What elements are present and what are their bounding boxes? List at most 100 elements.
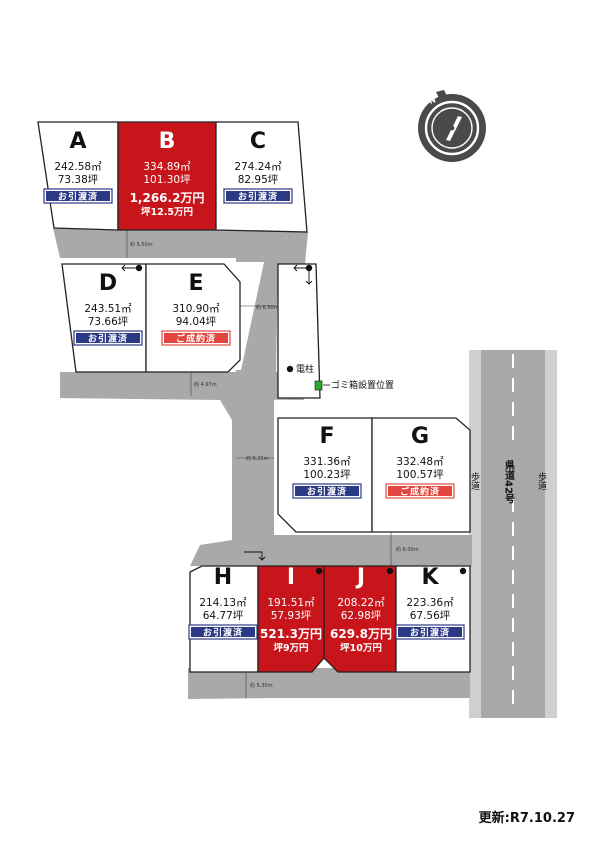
lot-area-tsubo: 57.93坪	[271, 609, 312, 622]
road-width-label: 約 4.97m	[194, 381, 217, 388]
garbage-box-icon	[314, 380, 323, 391]
dimension-lines	[126, 230, 392, 698]
lot-area-tsubo: 101.30坪	[143, 173, 191, 186]
boundary-marker	[315, 567, 323, 575]
lot-area-tsubo: 94.04坪	[176, 315, 217, 328]
lot-name: H	[214, 565, 232, 590]
status-badge-fill	[76, 333, 140, 343]
garbage-location-label: ゴミ箱設置位置	[331, 379, 394, 391]
lot-area-sqm: 331.36㎡	[303, 456, 351, 468]
road-width-label: 約 6.50m	[256, 304, 279, 311]
lot-f-shape	[277, 417, 373, 533]
lot-area-tsubo: 67.56坪	[410, 609, 451, 622]
lot-price-per-tsubo: 坪12.5万円	[141, 206, 193, 218]
lot-area-sqm: 242.58㎡	[54, 161, 102, 173]
status-badge-fill	[46, 191, 110, 201]
lot-area-tsubo: 73.38坪	[58, 173, 99, 186]
lot-area-tsubo: 100.23坪	[303, 468, 351, 481]
status-badge: ご成約済	[400, 486, 440, 498]
arrow-down-icon	[305, 271, 313, 285]
lot-area-sqm: 274.24㎡	[234, 161, 282, 173]
lot-name: D	[99, 271, 117, 296]
updated-date: 更新:R7.10.27	[478, 811, 575, 826]
status-badge-fill	[164, 333, 228, 343]
lot-area-tsubo: 64.77坪	[203, 609, 244, 622]
lot-area-sqm: 334.89㎡	[143, 161, 191, 173]
status-badge: お引渡済	[307, 486, 347, 498]
boundary-marker	[135, 264, 143, 272]
road-width-label: 約 5.30m	[250, 682, 273, 689]
road-fg-front	[236, 535, 472, 567]
lot-price-per-tsubo: 坪10万円	[340, 642, 382, 654]
lot-name: B	[159, 129, 176, 154]
prefectural-road-label: 県道42号	[502, 450, 516, 505]
lot-pole-shape	[277, 263, 321, 399]
svg-text:歩道: 歩道	[469, 471, 480, 491]
sidewalk-left-strip	[469, 350, 481, 718]
lot-name: G	[411, 424, 429, 449]
status-badge-fill	[295, 486, 359, 496]
road-hk-front	[188, 668, 470, 698]
compass-icon: N	[418, 90, 486, 162]
boundary-marker	[305, 264, 313, 272]
lot-name: C	[250, 129, 266, 154]
lot-area-sqm: 243.51㎡	[84, 303, 132, 315]
utility-pole-label: 電柱	[296, 363, 314, 375]
status-badge: お引渡済	[88, 333, 128, 345]
lot-area-sqm: 214.13㎡	[199, 597, 247, 609]
lot-area-sqm: 223.36㎡	[406, 597, 454, 609]
status-badge: お引渡済	[238, 191, 278, 203]
status-badge: お引渡済	[203, 627, 243, 639]
lot-area-sqm: 191.51㎡	[267, 597, 315, 609]
boundary-marker	[459, 567, 467, 575]
lot-c-shape	[215, 121, 308, 233]
arrows	[121, 264, 313, 561]
lot-area-tsubo: 82.95坪	[238, 173, 279, 186]
lot-j-shape	[323, 565, 397, 673]
status-badge: ご成約済	[176, 333, 216, 345]
road-vertical-center	[234, 390, 274, 540]
lot-area-tsubo: 73.66坪	[88, 315, 129, 328]
road-width-label: 約 6.25m	[246, 455, 269, 462]
status-badge-fill	[398, 627, 462, 637]
svg-text:県道42号: 県道42号	[503, 459, 515, 505]
utility-pole-marker	[286, 365, 294, 373]
road-width-label: 約 6.00m	[396, 546, 419, 553]
status-badge-fill	[191, 627, 255, 637]
road-width-label: 約 5.50m	[130, 241, 153, 248]
lot-g-shape	[371, 417, 471, 533]
lot-price: 521.3万円	[260, 627, 322, 641]
lot-name: I	[287, 565, 295, 590]
sidewalk-left-label: 歩道	[469, 471, 480, 491]
lot-price-per-tsubo: 坪9万円	[273, 642, 308, 654]
lot-name: A	[69, 129, 86, 154]
boundary-markers	[135, 264, 467, 575]
lot-area-sqm: 332.48㎡	[396, 456, 444, 468]
lot-name: J	[355, 565, 365, 590]
sidewalk-right-label: 歩道	[536, 471, 547, 491]
boundary-marker	[386, 567, 394, 575]
lot-price: 629.8万円	[330, 627, 392, 641]
lot-area-tsubo: 62.98坪	[341, 609, 382, 622]
arrow-left-icon	[293, 264, 306, 272]
road-top	[53, 228, 308, 296]
svg-text:N: N	[428, 95, 437, 106]
lot-area-sqm: 208.22㎡	[337, 597, 385, 609]
lot-area-sqm: 310.90㎡	[172, 303, 220, 315]
status-badge: お引渡済	[410, 627, 450, 639]
lot-price: 1,266.2万円	[130, 191, 205, 205]
status-badge-fill	[388, 486, 452, 496]
arrow-left-icon	[121, 264, 136, 272]
